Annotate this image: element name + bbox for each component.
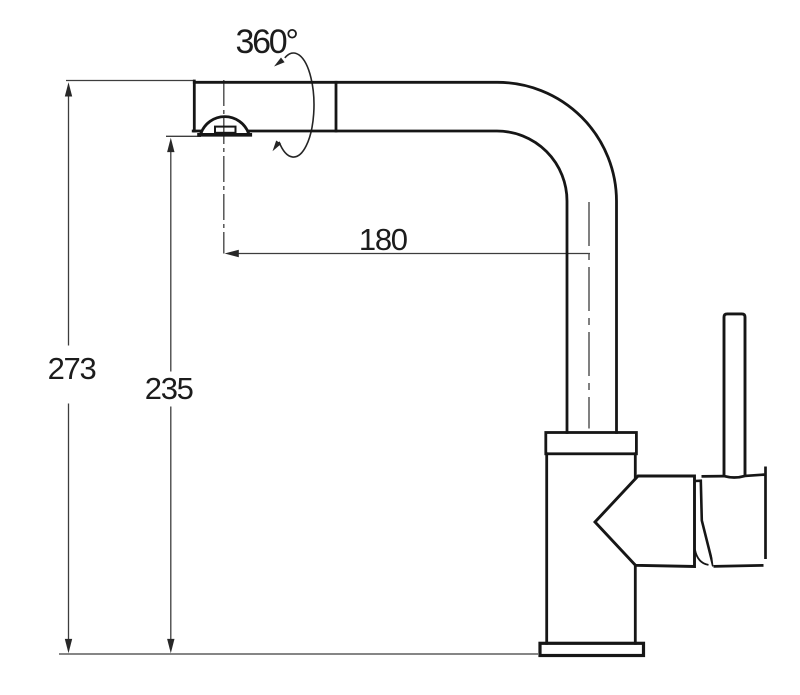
svg-text:235: 235 bbox=[145, 371, 193, 406]
svg-text:273: 273 bbox=[48, 351, 96, 386]
svg-text:180: 180 bbox=[359, 222, 408, 257]
